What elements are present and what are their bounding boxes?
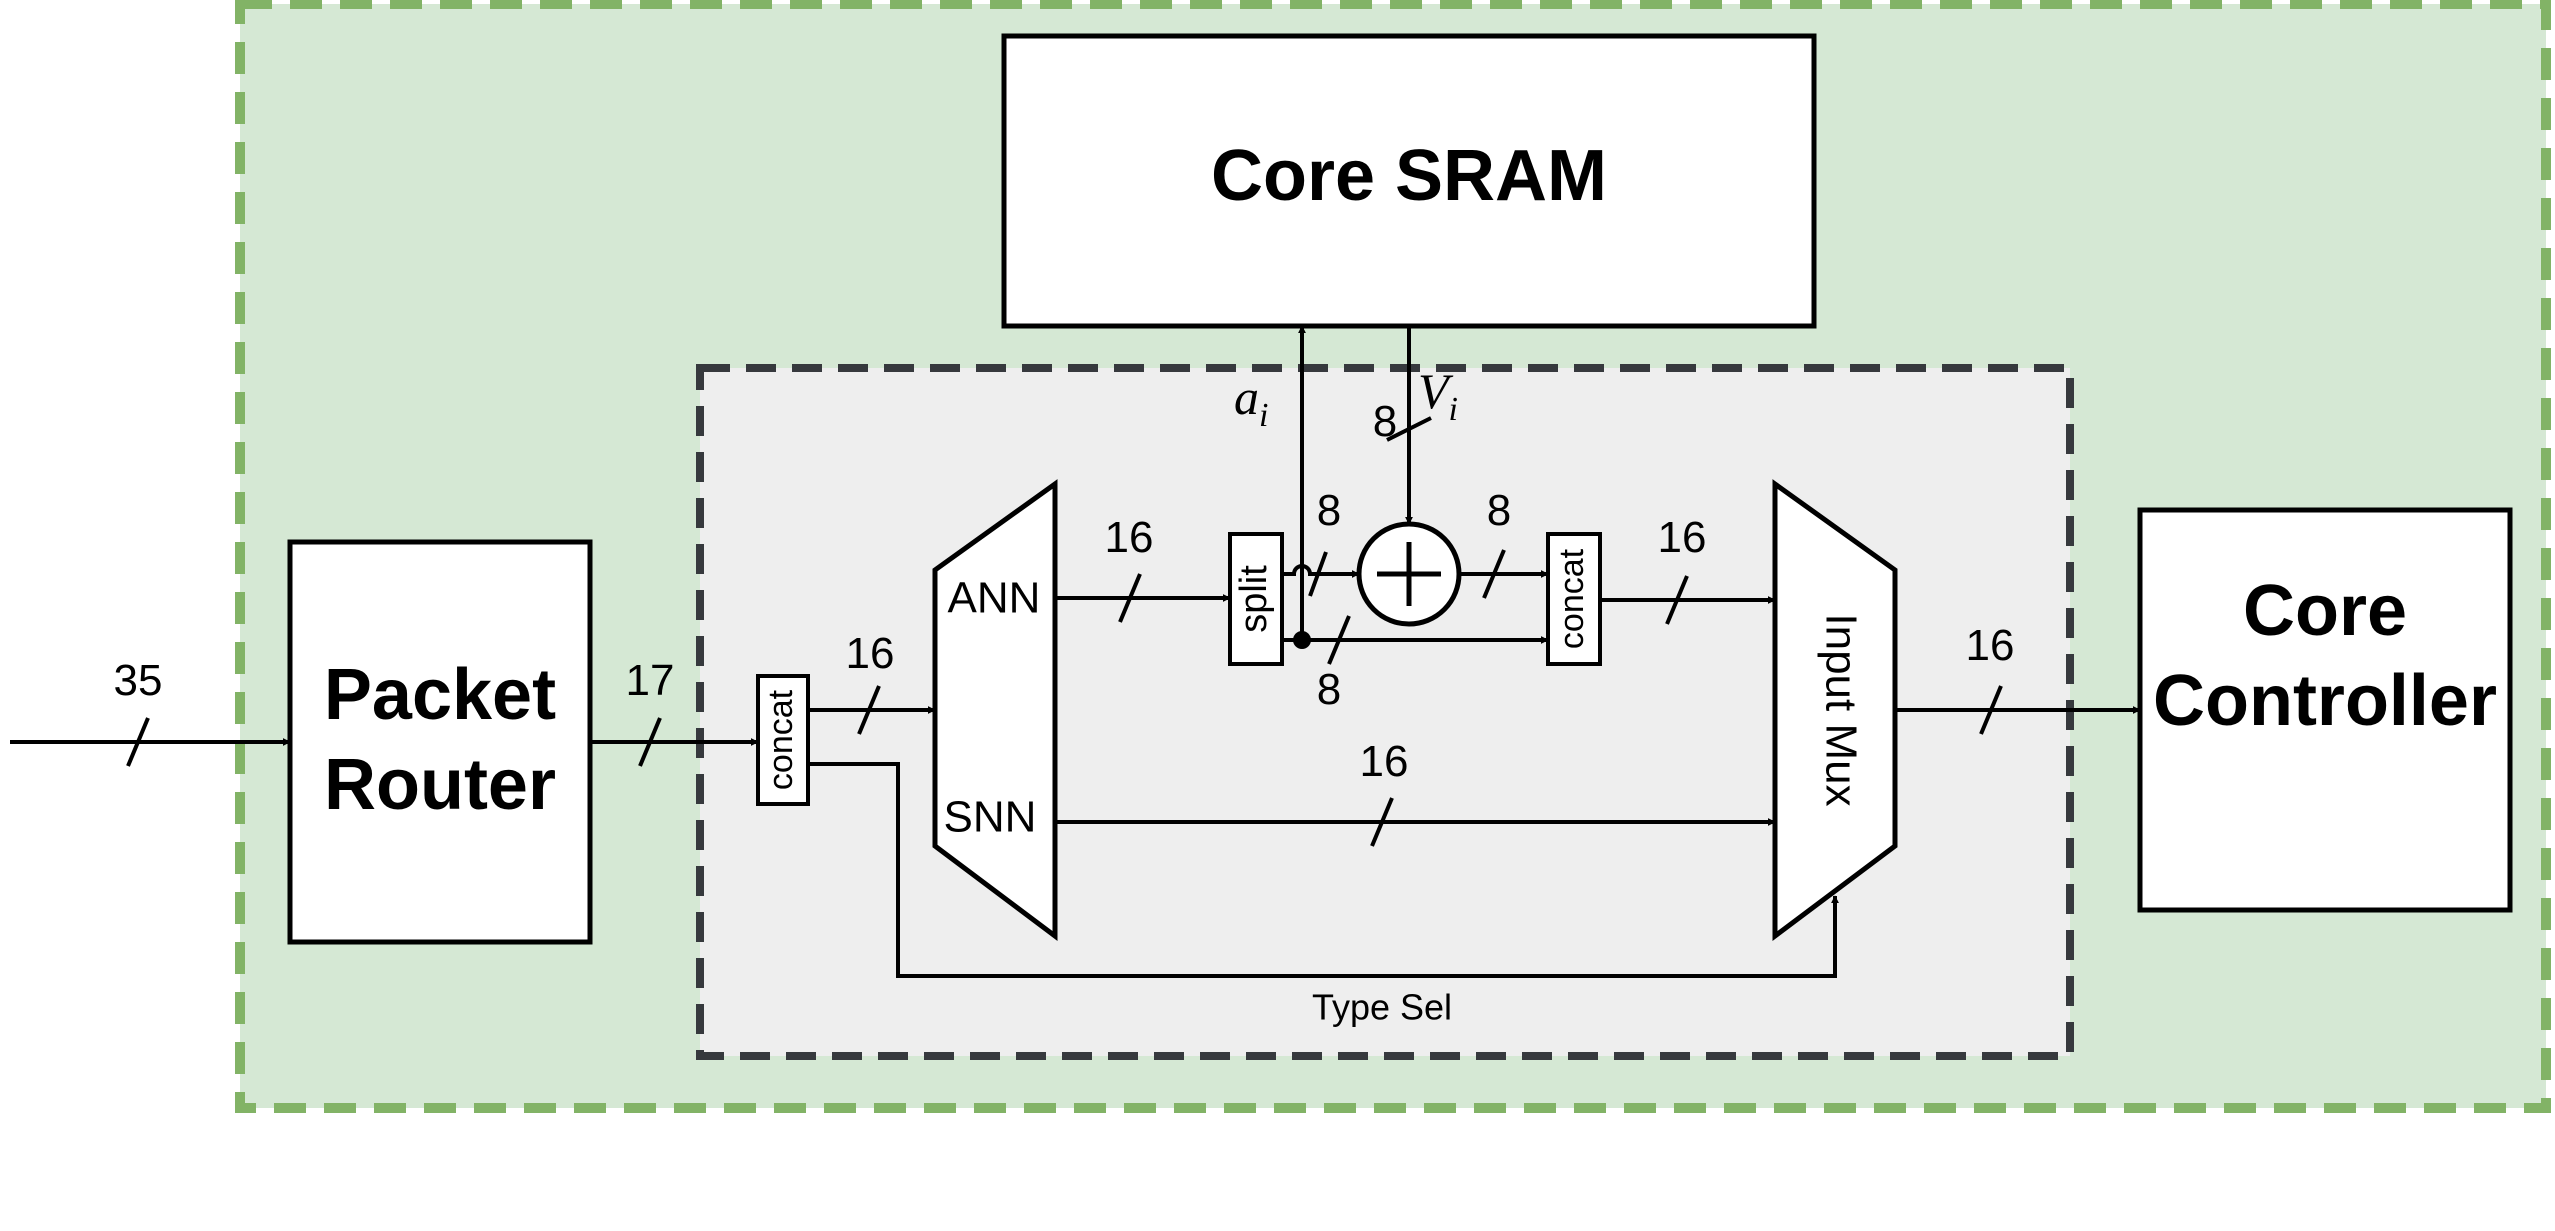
signal-v-i-label: Vi [1418,363,1458,428]
core-controller-block [2137,507,2513,913]
input-mux-label: Input Mux [1816,613,1865,806]
signal-a-i-label: ai [1234,369,1268,434]
core-controller-label-line2: Controller [2153,661,2497,741]
slash-concat-to-demux [857,685,881,735]
junction-dot [1293,631,1311,649]
slash-concat-out [1665,575,1689,625]
split-block [1228,532,1284,666]
width-label-input: 35 [114,656,163,705]
type-sel-label: Type Sel [1312,987,1452,1028]
width-label-concat-out: 16 [1658,513,1707,562]
split-label: split [1233,565,1275,633]
wire-type-sel [808,762,1839,978]
packet-router-label-line1: Packet [324,655,556,735]
slash-ann-to-split [1118,573,1142,623]
slash-adder-out [1482,549,1506,599]
width-label-split-lower: 8 [1317,665,1341,714]
slash-router-out [638,717,662,767]
width-label-mux-out: 16 [1966,621,2015,670]
slash-input [126,717,150,767]
packet-router-label-line2: Router [324,745,556,825]
input-mux [1772,479,1898,941]
snn-label: SNN [944,793,1037,842]
width-label-router-out: 17 [626,656,675,705]
slash-split-lower [1327,615,1351,665]
ann-snn-demux [932,479,1058,941]
core-controller-label-line1: Core [2243,571,2407,651]
slash-snn-to-mux [1370,797,1394,847]
packet-router-block [287,539,593,945]
width-label-concat-to-demux: 16 [846,629,895,678]
width-label-split-upper: 8 [1317,486,1341,535]
concat-right-block [1546,532,1602,666]
width-label-snn-to-mux: 16 [1360,737,1409,786]
ann-label: ANN [948,574,1041,623]
core-sram-label: Core SRAM [1211,136,1607,216]
slash-mux-out [1979,685,2003,735]
width-label-sram-vi: 8 [1373,397,1397,446]
slash-split-upper [1308,551,1328,597]
concat-right-label: concat [1553,548,1591,649]
slash-sram-vi [1386,416,1432,442]
concat-left-label: concat [762,689,800,790]
width-label-adder-out: 8 [1487,486,1511,535]
width-label-ann-to-split: 16 [1105,513,1154,562]
